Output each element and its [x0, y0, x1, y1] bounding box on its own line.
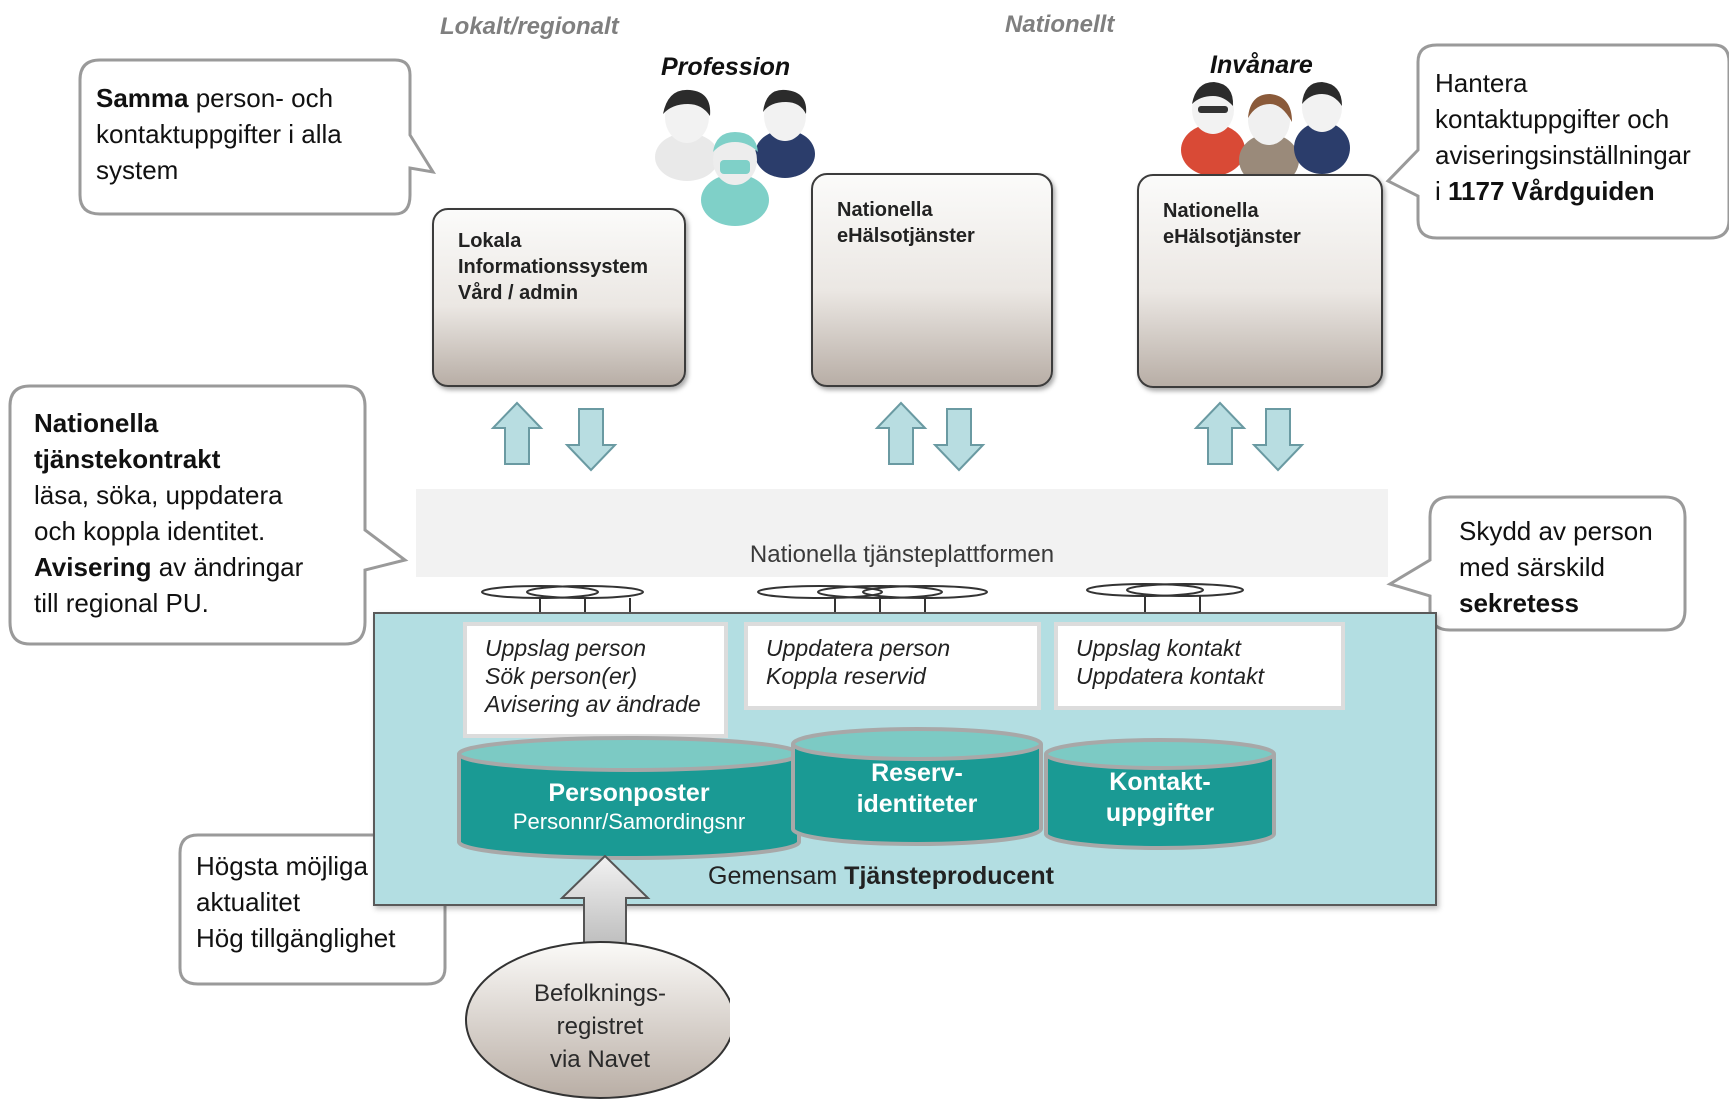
service-connectors-3 — [1086, 583, 1244, 612]
callout-kontrakt-bubble — [8, 384, 409, 646]
database-personposter — [457, 736, 801, 860]
system-box-citizen: Nationella eHälsotjänster — [1137, 174, 1383, 388]
kontaktuppgifter-label: Kontakt- uppgifter — [1105, 768, 1215, 827]
service-producer-area: Uppslag person Sök person(er) Avisering … — [373, 612, 1437, 906]
sync-arrows-national — [874, 401, 986, 472]
personposter-label: Personposter Personnr/Samordingsnr — [512, 779, 746, 834]
databases-graphic — [457, 727, 1276, 860]
invanare-people-icon — [1181, 82, 1350, 186]
population-registry-label: Befolknings- registret via Navet — [533, 980, 667, 1073]
system-box-local: Lokala Informationssystem Vård / admin — [432, 208, 686, 387]
service-box-contact: Uppslag kontakt Uppdatera kontakt — [1054, 622, 1345, 710]
database-reservidentiteter — [791, 727, 1043, 846]
system-box-citizen-title: Nationella eHälsotjänster — [1163, 200, 1301, 248]
national-service-platform: Nationella tjänsteplattformen — [416, 489, 1388, 577]
sync-arrows-citizen — [1193, 401, 1305, 472]
callout-skydd-bubble — [1386, 495, 1687, 632]
callout-hantera-bubble — [1385, 43, 1729, 240]
callout-hantera-text: Hantera kontaktuppgifter och aviseringsi… — [1435, 68, 1691, 206]
role-profession: Profession — [661, 53, 791, 81]
platform-label: Nationella tjänsteplattformen — [749, 541, 1055, 568]
callout-samma-text: Samma person- och kontaktuppgifter i all… — [96, 83, 342, 185]
service-connectors-2 — [757, 585, 988, 612]
role-invanare: Invånare — [1210, 51, 1313, 79]
system-box-national-title: Nationella eHälsotjänster — [837, 199, 975, 247]
system-box-national: Nationella eHälsotjänster — [811, 173, 1053, 387]
producer-label: Gemensam Tjänsteproducent — [708, 862, 1054, 890]
system-box-local-title: Lokala Informationssystem Vård / admin — [458, 230, 649, 304]
sync-arrows-local — [490, 401, 618, 472]
header-local-regional: Lokalt/regionalt — [440, 13, 619, 40]
callout-hogsta-text: Högsta möjliga aktualitet Hög tillgängli… — [196, 851, 396, 953]
header-national: Nationellt — [1005, 11, 1115, 38]
profession-people-icon — [655, 89, 815, 226]
database-kontaktuppgifter — [1044, 738, 1276, 850]
service-box-person-lookup: Uppslag person Sök person(er) Avisering … — [463, 622, 728, 738]
service-connectors-1 — [481, 585, 644, 612]
reservidentiteter-label: Reserv- identiteter — [856, 759, 978, 818]
service-box-person-update: Uppdatera person Koppla reservid — [744, 622, 1041, 710]
population-registry-ellipse — [465, 941, 730, 1099]
callout-samma-bubble — [78, 58, 437, 216]
population-registry-graphic — [465, 855, 730, 1099]
callout-skydd-text: Skydd av person med särskild sekretess — [1459, 516, 1653, 618]
callout-kontrakt-text: Nationella tjänstekontrakt läsa, söka, u… — [34, 408, 304, 618]
